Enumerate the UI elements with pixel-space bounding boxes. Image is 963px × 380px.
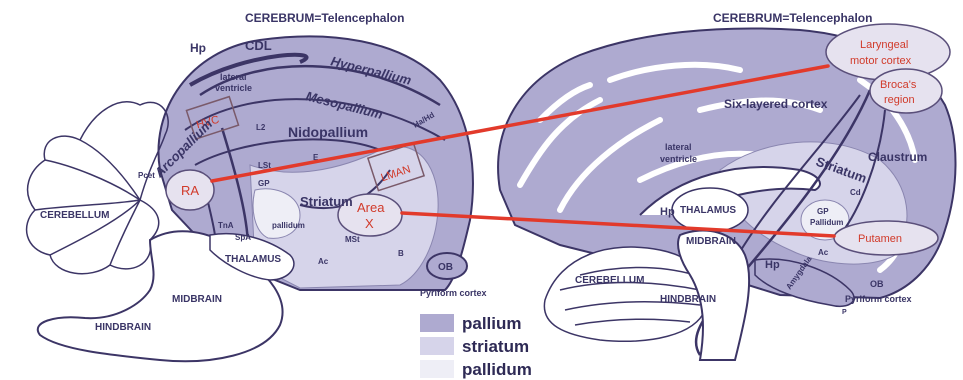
legend-swatch-pallidum bbox=[420, 360, 454, 378]
human-label-ob: OB bbox=[870, 279, 884, 289]
human-label-brocas-1: Broca's bbox=[880, 79, 917, 91]
human-label-brocas-2: region bbox=[884, 94, 915, 106]
human-label-six-layered: Six-layered cortex bbox=[724, 97, 828, 111]
human-label-lat-vent-1: lateral bbox=[665, 142, 692, 152]
human-label-laryngeal-2: motor cortex bbox=[850, 55, 912, 67]
bird-label-tna: TnA bbox=[218, 221, 234, 230]
bird-label-nidopallium: Nidopallium bbox=[288, 124, 368, 140]
human-label-pyriform: Pyriform cortex bbox=[845, 294, 912, 304]
human-label-laryngeal-1: Laryngeal bbox=[860, 39, 908, 51]
bird-cerebellum bbox=[27, 102, 169, 274]
bird-label-l2: L2 bbox=[256, 123, 266, 132]
bird-label-cerebellum: CEREBELLUM bbox=[40, 210, 109, 221]
human-title: CEREBRUM=Telencephalon bbox=[713, 11, 872, 25]
bird-label-gp: GP bbox=[258, 179, 270, 188]
bird-label-cdl: CDL bbox=[245, 38, 272, 53]
bird-label-thalamus: THALAMUS bbox=[225, 254, 281, 265]
bird-label-pallidum: pallidum bbox=[272, 221, 305, 230]
bird-label-ra: RA bbox=[181, 183, 199, 198]
human-label-lat-vent-2: ventricle bbox=[660, 154, 697, 164]
human-label-putamen: Putamen bbox=[858, 233, 902, 245]
human-label-ac: Ac bbox=[818, 248, 829, 257]
bird-label-lat-vent-2: ventricle bbox=[215, 83, 252, 93]
bird-brain: CEREBRUM=Telencephalon Hp CDL Hyperpalli… bbox=[27, 11, 487, 361]
bird-title: CEREBRUM=Telencephalon bbox=[245, 11, 404, 25]
bird-label-area-x-2: X bbox=[365, 216, 374, 231]
human-label-midbrain: MIDBRAIN bbox=[686, 236, 736, 247]
human-brocas-region bbox=[870, 69, 942, 113]
human-label-cd: Cd bbox=[850, 188, 861, 197]
human-label-hp: Hp bbox=[660, 206, 675, 218]
legend: pallium striatum pallidum bbox=[420, 314, 532, 379]
bird-label-pyriform: Pyriform cortex bbox=[420, 288, 487, 298]
bird-label-pcet: Pcet bbox=[138, 171, 155, 180]
bird-label-hp: Hp bbox=[190, 41, 206, 55]
human-label-claustrum: Claustrum bbox=[868, 150, 927, 164]
legend-swatch-pallium bbox=[420, 314, 454, 332]
bird-label-hindbrain: HINDBRAIN bbox=[95, 322, 151, 333]
bird-label-mst: MSt bbox=[345, 235, 360, 244]
bird-label-midbrain: MIDBRAIN bbox=[172, 294, 222, 305]
human-label-hindbrain: HINDBRAIN bbox=[660, 294, 716, 305]
bird-label-striatum: Striatum bbox=[300, 194, 353, 209]
bird-label-ac: Ac bbox=[318, 257, 329, 266]
human-label-cerebellum: CEREBELLUM bbox=[575, 275, 644, 286]
human-label-pallidum: Pallidum bbox=[810, 218, 843, 227]
bird-label-ob: OB bbox=[438, 262, 453, 273]
human-brain: CEREBRUM=Telencephalon Laryngeal motor c… bbox=[498, 11, 955, 360]
bird-label-b: B bbox=[398, 249, 404, 258]
bird-label-lat-vent-1: lateral bbox=[220, 72, 247, 82]
legend-swatch-striatum bbox=[420, 337, 454, 355]
legend-label-striatum: striatum bbox=[462, 337, 529, 356]
human-label-hp2: Hp bbox=[765, 259, 780, 271]
human-label-thalamus: THALAMUS bbox=[680, 205, 736, 216]
human-label-p: P bbox=[842, 309, 847, 316]
bird-label-spa: SpA bbox=[235, 233, 251, 242]
human-label-gp: GP bbox=[817, 207, 829, 216]
legend-label-pallidum: pallidum bbox=[462, 360, 532, 379]
legend-label-pallium: pallium bbox=[462, 314, 522, 333]
bird-label-area-x-1: Area bbox=[357, 200, 385, 215]
